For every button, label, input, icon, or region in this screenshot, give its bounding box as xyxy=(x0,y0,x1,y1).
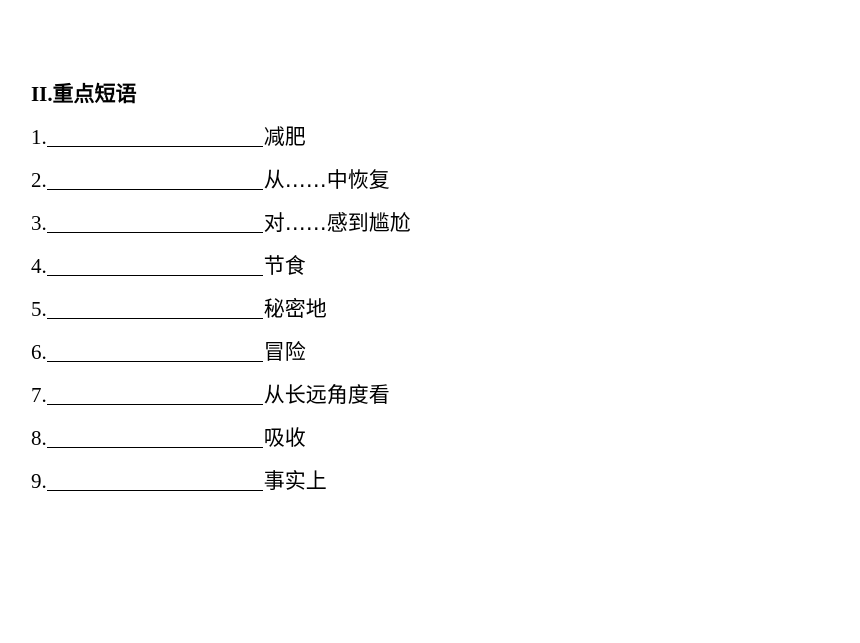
phrase-meaning: 吸收 xyxy=(263,426,306,450)
phrase-number: 4. xyxy=(31,254,47,278)
answer-blank[interactable] xyxy=(46,380,263,405)
phrase-meaning: 从长远角度看 xyxy=(263,383,390,407)
answer-blank[interactable] xyxy=(46,423,263,448)
phrase-meaning: 秘密地 xyxy=(263,297,327,321)
answer-blank[interactable] xyxy=(46,122,263,147)
phrase-number: 3. xyxy=(31,211,47,235)
phrase-meaning: 从……中恢复 xyxy=(263,168,390,192)
phrase-list: 1. 减肥 2. 从……中恢复 3. 对……感到尴尬 4. 节食 5. 秘密地 … xyxy=(31,121,831,497)
phrase-item-3: 3. 对……感到尴尬 xyxy=(31,207,831,239)
phrase-item-6: 6. 冒险 xyxy=(31,336,831,368)
phrase-meaning: 减肥 xyxy=(263,125,306,149)
phrase-number: 5. xyxy=(31,297,47,321)
answer-blank[interactable] xyxy=(46,337,263,362)
phrase-number: 2. xyxy=(31,168,47,192)
phrase-item-5: 5. 秘密地 xyxy=(31,293,831,325)
answer-blank[interactable] xyxy=(46,208,263,233)
phrase-item-8: 8. 吸收 xyxy=(31,422,831,454)
section-heading: 重点短语 xyxy=(52,82,137,106)
phrase-number: 6. xyxy=(31,340,47,364)
section-number: II. xyxy=(31,82,53,106)
phrase-item-2: 2. 从……中恢复 xyxy=(31,164,831,196)
phrase-item-7: 7. 从长远角度看 xyxy=(31,379,831,411)
phrase-item-1: 1. 减肥 xyxy=(31,121,831,153)
phrase-meaning: 对……感到尴尬 xyxy=(263,211,411,235)
phrase-meaning: 节食 xyxy=(263,254,306,278)
worksheet-content: II.重点短语 1. 减肥 2. 从……中恢复 3. 对……感到尴尬 4. 节食… xyxy=(31,78,831,508)
phrase-number: 9. xyxy=(31,469,47,493)
phrase-meaning: 冒险 xyxy=(263,340,306,364)
answer-blank[interactable] xyxy=(46,165,263,190)
phrase-meaning: 事实上 xyxy=(263,469,327,493)
phrase-item-4: 4. 节食 xyxy=(31,250,831,282)
answer-blank[interactable] xyxy=(46,294,263,319)
phrase-number: 1. xyxy=(31,125,47,149)
section-title: II.重点短语 xyxy=(31,78,831,110)
phrase-number: 7. xyxy=(31,383,47,407)
answer-blank[interactable] xyxy=(46,251,263,276)
answer-blank[interactable] xyxy=(46,466,263,491)
phrase-item-9: 9. 事实上 xyxy=(31,465,831,497)
phrase-number: 8. xyxy=(31,426,47,450)
